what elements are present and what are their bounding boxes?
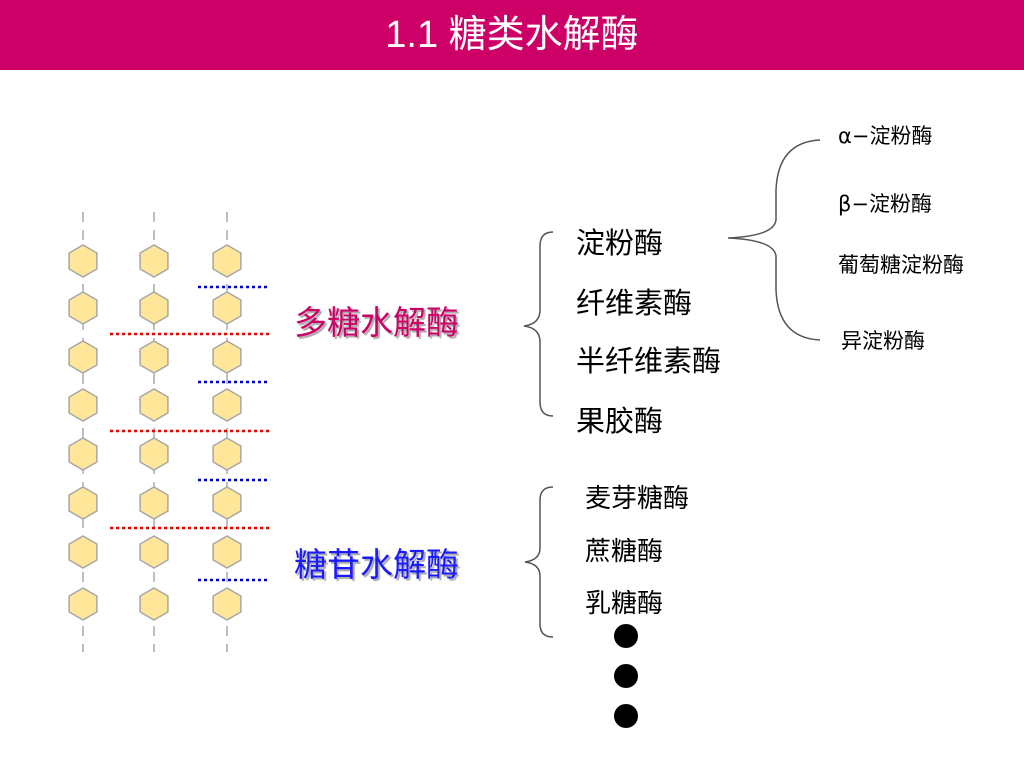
enzyme-maltase: 麦芽糖酶 — [585, 484, 690, 514]
cleavage-lines — [110, 285, 270, 582]
glucose-hexagon — [139, 587, 169, 621]
glucose-hexagon — [68, 340, 98, 374]
glucose-hexagon — [68, 486, 98, 520]
polysaccharide-brace — [523, 231, 554, 417]
glucose-hexagon — [212, 244, 242, 278]
ellipsis-dot — [614, 624, 638, 648]
glucose-hexagon — [68, 244, 98, 278]
glucose-hexagon — [212, 535, 242, 569]
glucose-hexagon — [212, 388, 242, 422]
enzyme-hemicellulase: 半纤维素酶 — [576, 344, 722, 378]
enzyme-pectinase: 果胶酶 — [576, 404, 664, 438]
glucose-hexagon — [139, 486, 169, 520]
title-bar — [0, 0, 1024, 70]
page-title: 1.1 糖类水解酶 — [385, 14, 639, 56]
beta-amylase: β−淀粉酶 — [838, 192, 932, 216]
ellipsis-dot — [614, 664, 638, 688]
glycoside-brace — [524, 486, 554, 638]
glucose-hexagon — [68, 587, 98, 621]
enzyme-lactase: 乳糖酶 — [585, 589, 664, 619]
glucose-hexagon — [139, 437, 169, 471]
glucose-hexagon — [139, 244, 169, 278]
enzyme-amylase: 淀粉酶 — [576, 226, 664, 260]
glucoamylase: 葡萄糖淀粉酶 — [838, 253, 964, 277]
glycoside-hydrolase-label: 糖苷水解酶 — [294, 545, 459, 584]
glucose-hexagon — [68, 388, 98, 422]
glucose-hexagon — [212, 291, 242, 325]
glucose-hexagon — [68, 437, 98, 471]
glucose-hexagon — [139, 388, 169, 422]
glucose-hexagon — [139, 340, 169, 374]
glucose-hexagon — [212, 486, 242, 520]
amylase-brace — [727, 139, 821, 341]
isoamylase: 异淀粉酶 — [841, 329, 925, 353]
glucose-hexagon — [139, 535, 169, 569]
enzyme-cellulase: 纤维素酶 — [576, 286, 693, 320]
glucose-hexagon — [212, 587, 242, 621]
glucose-hexagon — [139, 291, 169, 325]
glucose-hexagon — [212, 437, 242, 471]
sugar-chains — [68, 212, 242, 652]
glucose-hexagon — [68, 535, 98, 569]
alpha-amylase: α−淀粉酶 — [838, 124, 933, 148]
glucose-hexagon — [212, 340, 242, 374]
enzyme-sucrase: 蔗糖酶 — [585, 537, 664, 567]
polysaccharide-hydrolase-label: 多糖水解酶 — [294, 303, 459, 342]
glucose-hexagon — [68, 291, 98, 325]
ellipsis-dot — [614, 704, 638, 728]
